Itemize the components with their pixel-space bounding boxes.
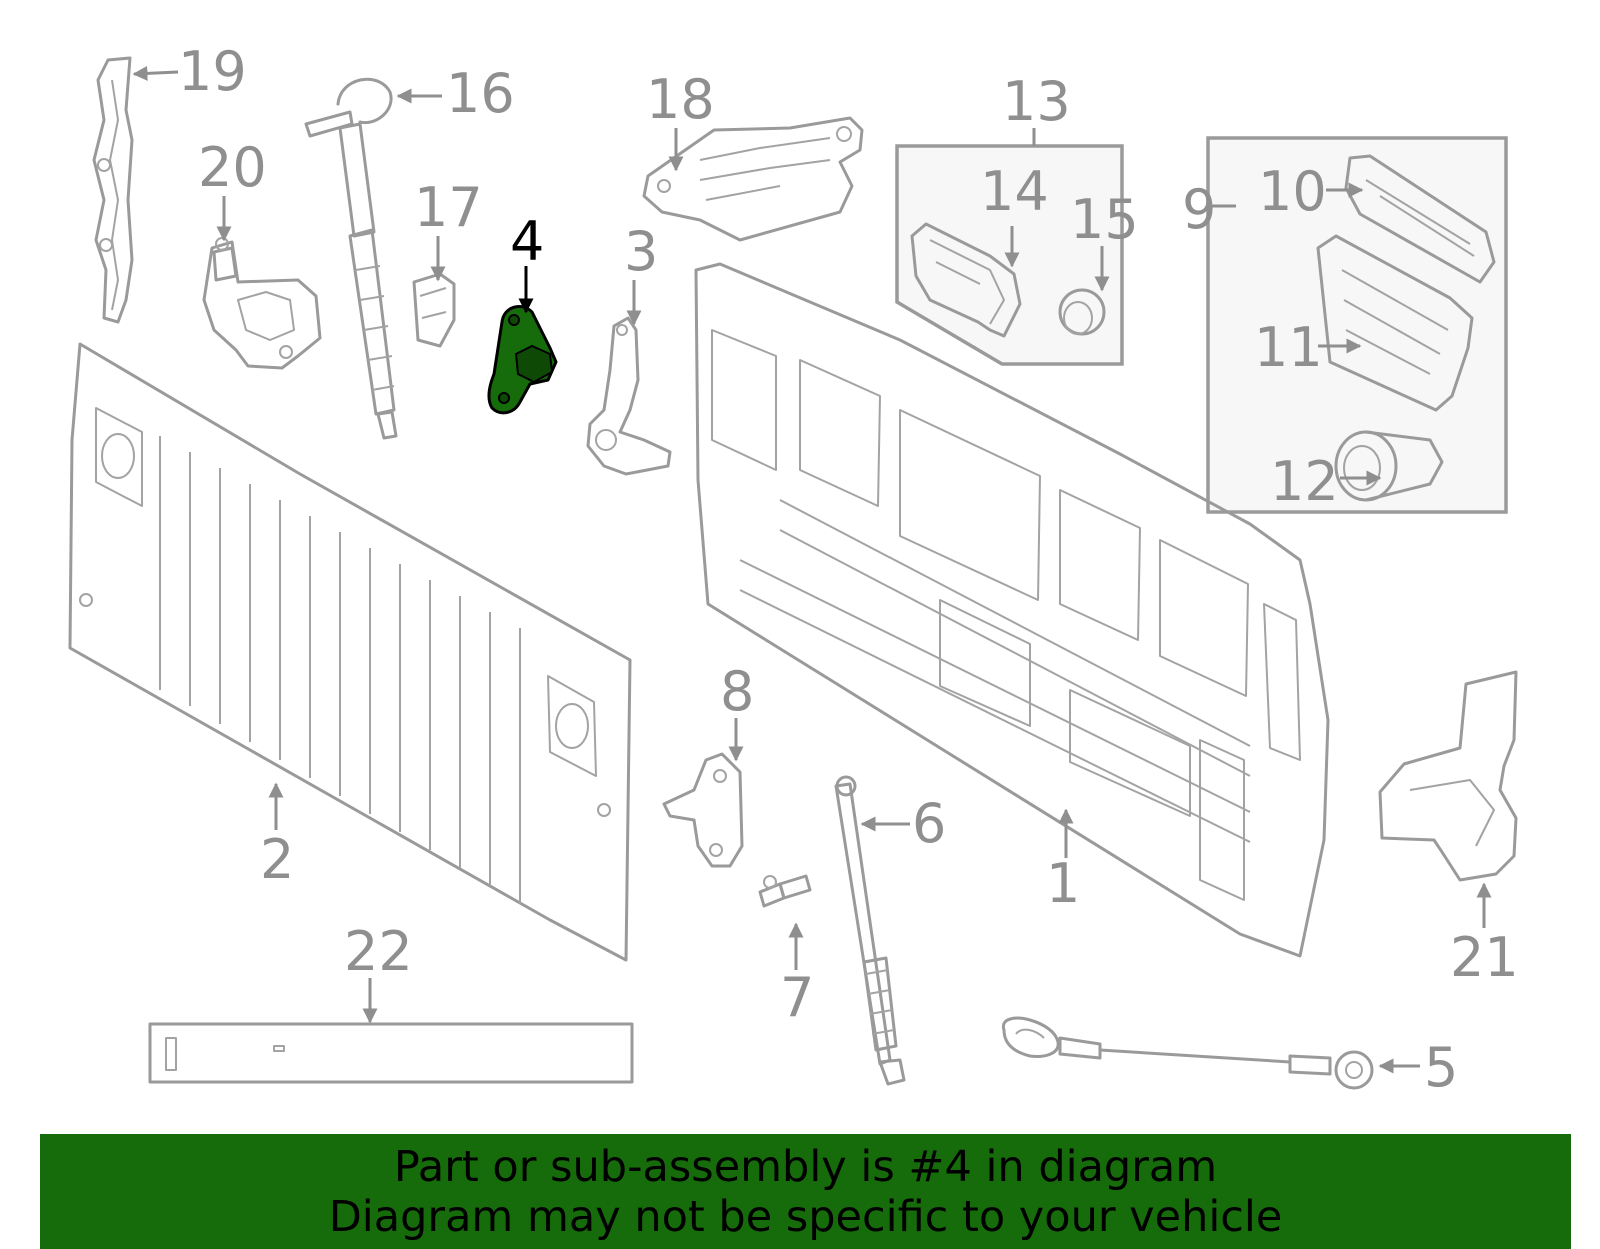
callout-18: 18 [646, 68, 715, 131]
callout-12: 12 [1270, 450, 1339, 513]
callout-9: 9 [1182, 178, 1216, 241]
callout-5: 5 [1424, 1036, 1458, 1099]
callout-3: 3 [624, 220, 658, 283]
part-18-handle [642, 116, 864, 242]
callout-4[interactable]: 4 [510, 210, 544, 273]
callout-19: 19 [178, 40, 247, 103]
callout-1: 1 [1046, 852, 1080, 915]
part-21-bracket [1378, 670, 1518, 882]
callout-11: 11 [1254, 316, 1323, 379]
part-9-box [1206, 136, 1508, 514]
info-banner: Part or sub-assembly is #4 in diagram Di… [40, 1134, 1571, 1249]
part-19-seal-strip [92, 56, 134, 324]
part-2-outer-panel [68, 342, 632, 962]
part-20-latch [202, 237, 322, 370]
part-8-hinge-bracket [662, 752, 744, 868]
callout-13: 13 [1002, 70, 1071, 133]
callout-20: 20 [198, 136, 267, 199]
callout-14: 14 [980, 160, 1049, 223]
callout-2: 2 [260, 828, 294, 891]
callout-numbers: 19 16 20 17 4 3 18 13 14 15 9 10 11 12 2… [178, 40, 1519, 1099]
part-6-strut-rod [834, 775, 906, 1086]
part-1-inner-frame [694, 262, 1330, 958]
part-22-label [148, 1022, 634, 1084]
callout-7: 7 [780, 966, 814, 1029]
leader-lines [132, 65, 1492, 1074]
callout-17: 17 [414, 176, 483, 239]
part-4-highlighted[interactable] [487, 305, 558, 415]
callout-15: 15 [1070, 188, 1139, 251]
banner-line-1: Part or sub-assembly is #4 in diagram [393, 1141, 1218, 1192]
part-5-cable [1001, 1016, 1374, 1090]
part-3-hinge [586, 316, 672, 476]
callout-22: 22 [344, 920, 413, 983]
callout-21: 21 [1450, 926, 1519, 989]
callout-8: 8 [720, 660, 754, 723]
banner-line-2: Diagram may not be specific to your vehi… [328, 1191, 1283, 1242]
callout-6: 6 [912, 792, 946, 855]
part-17-bracket [412, 272, 456, 348]
part-16-strut [304, 77, 398, 440]
callout-16: 16 [446, 62, 515, 125]
callout-10: 10 [1258, 160, 1327, 223]
part-7-pin [758, 874, 812, 908]
